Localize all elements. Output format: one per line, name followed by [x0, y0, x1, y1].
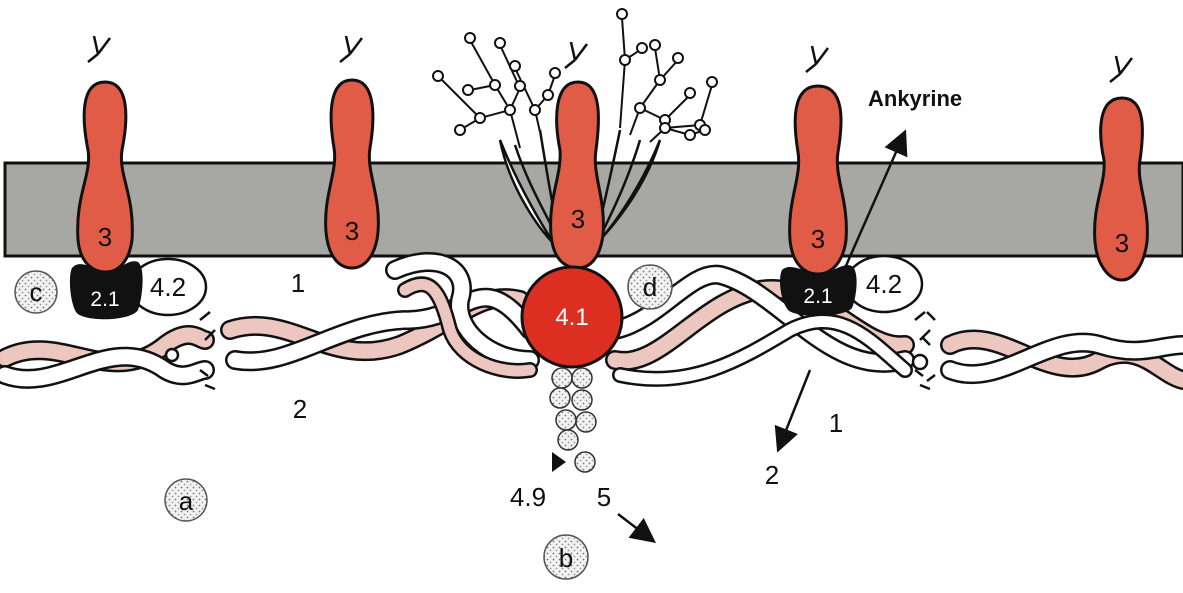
circle-d-label: d [643, 272, 657, 302]
protein41: 4.1 [522, 267, 622, 367]
band21-label: 2.1 [90, 288, 119, 311]
spectrin-beta-label: 2 [293, 394, 307, 424]
band42-label: 4.2 [866, 269, 902, 299]
glycan-node [465, 33, 475, 43]
band3-label: 3 [811, 224, 825, 254]
dotted-circle-c: c [15, 271, 57, 313]
arrow-icon [618, 514, 652, 540]
band42-label: 4.2 [150, 272, 186, 302]
ankyrine-label: Ankyrine [868, 86, 962, 111]
arrow-icon [779, 370, 810, 448]
dotted-circle-d: d [628, 265, 672, 309]
band3-label: 3 [571, 204, 585, 234]
spectrin-alpha-label: 1 [829, 408, 843, 438]
protein41-label: 4.1 [555, 304, 588, 331]
spectrin-beta-label: 2 [765, 460, 779, 490]
circle-c-label: c [30, 277, 43, 307]
band3-label: 3 [1115, 228, 1129, 258]
circle-b-label: b [559, 543, 573, 573]
band49-label: 4.9 [510, 482, 546, 512]
band3-protein: 3 [790, 46, 847, 274]
band3-label: 3 [98, 222, 112, 252]
band3-protein: 3 [78, 36, 133, 272]
band49-pointer [552, 452, 566, 472]
band21-label: 2.1 [803, 285, 832, 308]
circle-a-label: a [179, 486, 194, 516]
dotted-circle-a: a [165, 479, 207, 521]
band3-label: 3 [345, 216, 359, 246]
band3-protein: 3 [326, 36, 379, 268]
band5-label: 5 [597, 482, 611, 512]
band3-protein: 3 [1095, 56, 1148, 280]
dotted-circle-b: b [544, 535, 588, 579]
spectrin-alpha-label: 1 [291, 268, 305, 298]
